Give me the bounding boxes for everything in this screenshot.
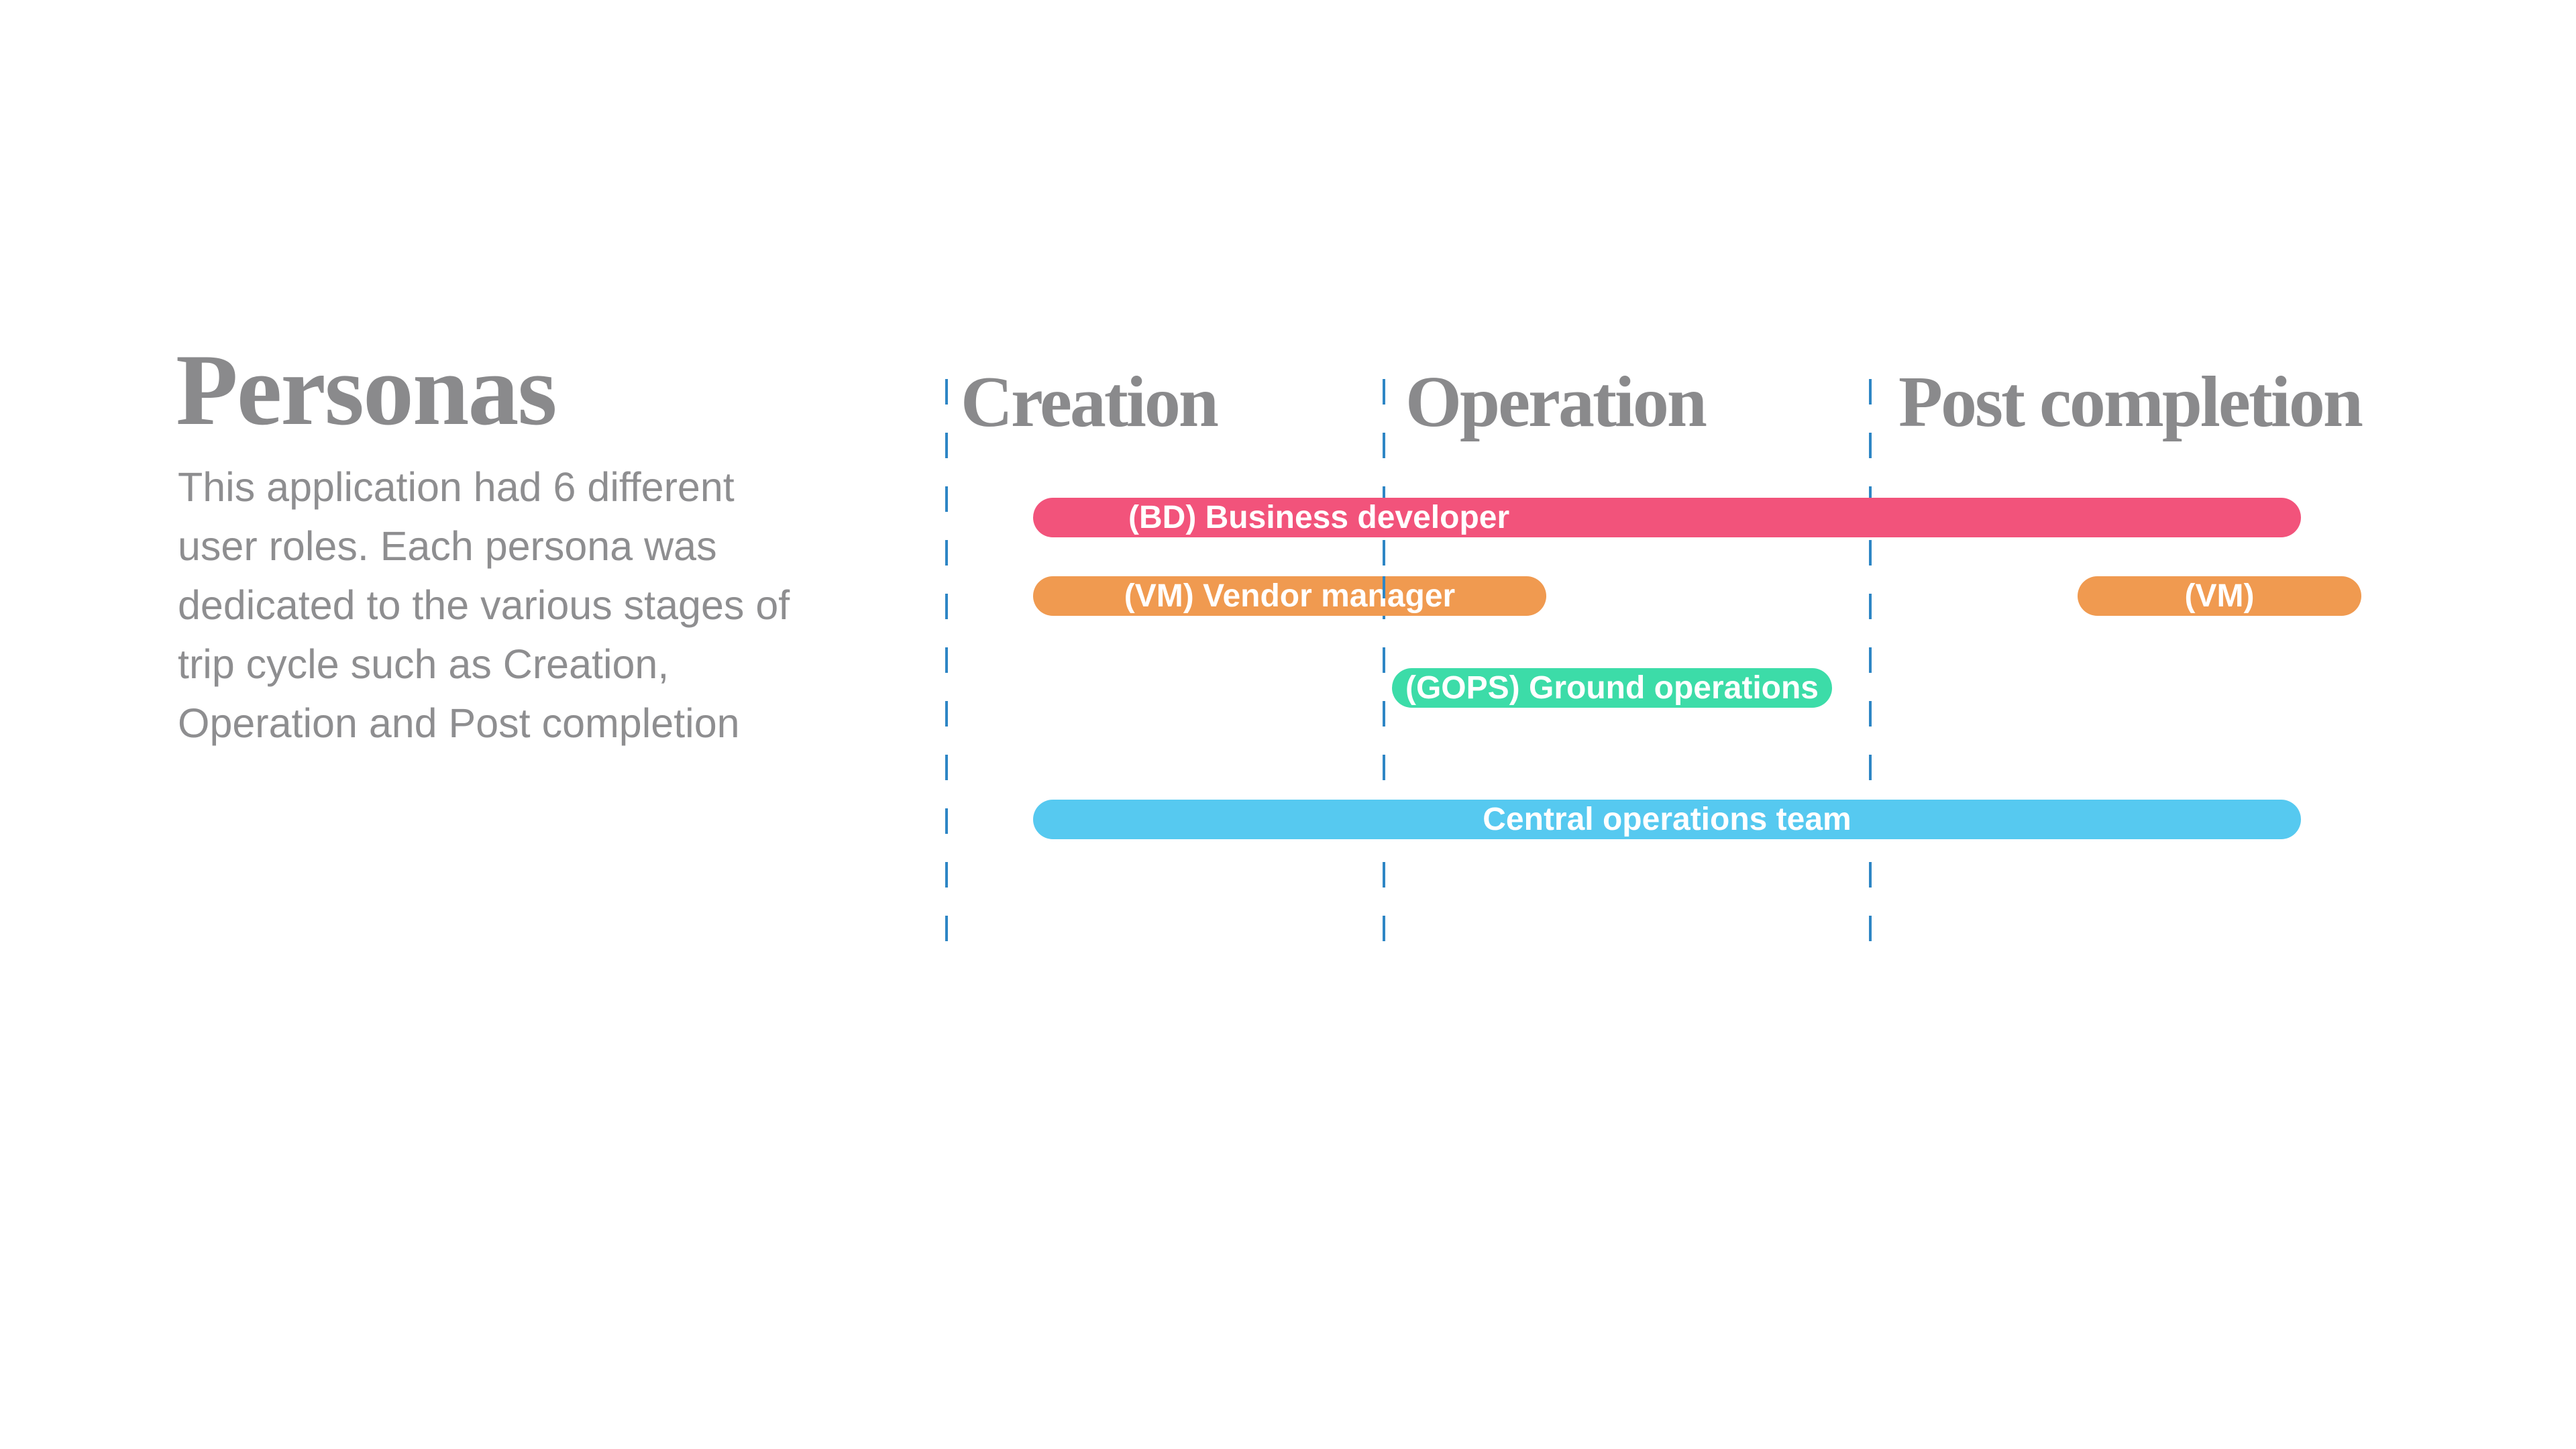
description-line: This application had 6 different [178, 464, 735, 510]
stage-divider-post-completion [1869, 379, 1872, 961]
persona-bar-business-developer: (BD) Business developer [1033, 498, 2301, 537]
description-line: trip cycle such as Creation, [178, 641, 669, 687]
description-line: dedicated to the various stages of [178, 582, 790, 628]
stage-header-operation: Operation [1405, 362, 1707, 442]
persona-bar-central-operations-team: Central operations team [1033, 800, 2301, 839]
stage-divider-creation [945, 379, 948, 961]
persona-bar-vendor-manager: (VM) Vendor manager [1033, 576, 1546, 616]
intro-description: This application had 6 different user ro… [178, 458, 902, 753]
stage-divider-operation [1383, 379, 1385, 961]
description-line: user roles. Each persona was [178, 523, 717, 569]
persona-bar-vendor-manager-post: (VM) [2078, 576, 2361, 616]
stage-header-creation: Creation [961, 362, 1219, 442]
description-line: Operation and Post completion [178, 700, 740, 746]
persona-bar-ground-operations: (GOPS) Ground operations [1392, 668, 1832, 708]
page-title: Personas [176, 333, 557, 446]
stage-header-post-completion: Post completion [1898, 362, 2363, 442]
stage-divider-overlay [1383, 576, 1385, 598]
